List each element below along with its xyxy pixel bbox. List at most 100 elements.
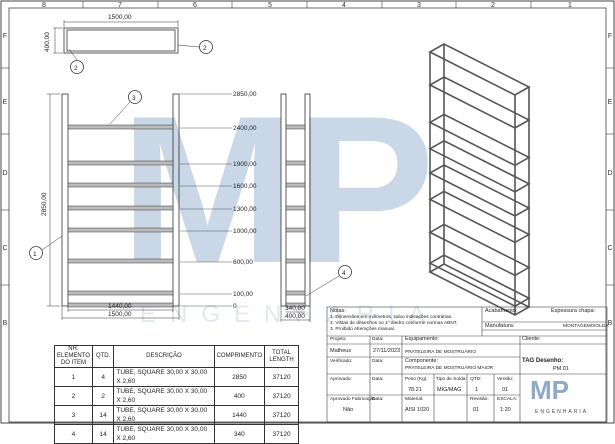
note-1: 1. Dimensões em milímetros, salvo indica… — [330, 315, 453, 320]
row-c: C — [2, 245, 7, 252]
versao-label: Versão: — [497, 377, 514, 382]
col-2: 2 — [491, 2, 495, 9]
logo-letters: MP — [530, 375, 569, 405]
row-e: E — [3, 99, 8, 106]
col-7: 7 — [118, 2, 122, 9]
bom-cell: 37120 — [264, 386, 299, 406]
zone-ticks — [1, 1, 614, 286]
qtd-value: 1 — [475, 387, 479, 393]
shelf-bar — [67, 290, 174, 296]
verificado-label: Verificado: — [330, 359, 353, 364]
row-e-right: E — [608, 99, 613, 106]
front-outer-width-dim: 1500,00 — [108, 311, 132, 318]
side-shelf-bar — [285, 205, 306, 211]
acabamento-label: Acabamento: — [485, 308, 518, 314]
top-width-dim: 1500,00 — [108, 14, 132, 21]
revisao-value: 01 — [473, 407, 480, 413]
note-3: 3. Proibido Alterações manual. — [330, 327, 396, 332]
row-c-right: C — [607, 245, 612, 252]
level-label: 0 — [233, 303, 237, 310]
bom-cell: 37120 — [264, 405, 299, 425]
level-label: 1000,00 — [233, 228, 257, 235]
bom-header-length: COMPRIMENTO — [213, 345, 266, 368]
peso-label: Peso (Kg): — [405, 377, 428, 382]
level-label: 2850,00 — [233, 91, 257, 98]
row-f: F — [3, 33, 7, 40]
qtd-label: QTD: — [470, 377, 482, 382]
projeto-value: Matheus — [330, 348, 352, 354]
projeto-label: Projeto: — [330, 337, 347, 342]
material-label: Material: — [405, 397, 424, 402]
bom-cell: TUBE, SQUARE 30,00 X 30,00 X 2,60 — [113, 424, 215, 444]
front-view — [29, 90, 232, 320]
bom-cell: TUBE, SQUARE 30,00 X 30,00 X 2,60 — [113, 405, 215, 425]
front-inner-width-dim: 1440,00 — [108, 303, 132, 310]
versao-value: 01 — [502, 387, 509, 393]
row-d-right: D — [607, 170, 612, 177]
data2-label: Data: — [372, 359, 384, 364]
solda-label: Tipo de Solda: — [436, 377, 467, 382]
level-label: 1900,00 — [233, 161, 257, 168]
row-f-right: F — [608, 33, 612, 40]
tag-label: TAG Desenho: — [522, 358, 564, 364]
side-shelf-bar — [285, 258, 306, 264]
col-5: 5 — [268, 2, 272, 9]
col-1: 1 — [568, 2, 572, 9]
title-block-lines — [326, 306, 608, 423]
side-shelf-bar — [285, 227, 306, 233]
shelf-bar — [67, 182, 174, 188]
data4-label: Data: — [372, 397, 384, 402]
col-3: 3 — [417, 2, 421, 9]
watermark-subtitle: ENGENHARIA — [140, 301, 439, 328]
side-outer-dim: 400,00 — [285, 313, 305, 320]
data-label: Data: — [372, 337, 384, 342]
iso-shelf — [428, 190, 531, 244]
side-shelf-bar — [285, 290, 306, 296]
outer-border — [0, 0, 615, 424]
bom-cell: 2 — [54, 386, 93, 406]
data-value: 27/11/2023 — [373, 348, 401, 354]
bom-cell: 37120 — [264, 424, 299, 444]
row-b-right: B — [608, 320, 613, 327]
balloon-3: 3 — [132, 95, 136, 102]
top-view — [53, 20, 213, 74]
side-shelf-bar — [285, 302, 306, 308]
bom-cell: 4 — [91, 367, 115, 387]
data3-label: Data: — [372, 377, 384, 382]
equipamento-value: PRATELEIRA DE MOSTRUÁRIO — [405, 350, 477, 355]
bom-cell: 14 — [91, 424, 115, 444]
bom-header-desc: DESCRIÇÃO — [113, 345, 215, 368]
balloon-1: 1 — [33, 251, 37, 258]
shelf-bar — [67, 258, 174, 264]
notes-title: Notas: — [330, 308, 346, 314]
bom-cell: 400 — [213, 386, 266, 406]
inner-border — [8, 7, 607, 423]
bom-cell: TUBE, SQUARE 30,00 X 30,00 X 2,60 — [113, 386, 215, 406]
table-row: 4 14 TUBE, SQUARE 30,00 X 30,00 X 2,60 3… — [54, 424, 299, 444]
side-inner-dim: 340,00 — [285, 305, 305, 312]
bom-cell: 3 — [54, 405, 93, 425]
table-row: 3 14 TUBE, SQUARE 30,00 X 30,00 X 2,60 1… — [54, 405, 299, 425]
bom-cell: 2850 — [213, 367, 266, 387]
revisao-label: Revisão: — [470, 397, 489, 402]
table-row: 1 4 TUBE, SQUARE 30,00 X 30,00 X 2,60 28… — [54, 367, 299, 387]
aprovado-fab-value: Não — [343, 407, 354, 413]
bom-cell: 1 — [54, 367, 93, 387]
bom-cell: 37120 — [264, 367, 299, 387]
col-4: 4 — [342, 2, 346, 9]
bom-cell: 340 — [213, 424, 266, 444]
col-6: 6 — [193, 2, 197, 9]
side-shelf-bar — [285, 182, 306, 188]
material-value: AISI 1020 — [405, 407, 430, 413]
col-8: 8 — [42, 2, 46, 9]
side-shelf-bar — [285, 124, 306, 130]
bom-cell: 4 — [54, 424, 93, 444]
escala-value: 1:20 — [500, 407, 511, 413]
componente-value: PRATELEIRA DE MOSTRUÁRIO MAIOR — [405, 366, 494, 371]
shelf-bar — [67, 205, 174, 211]
aprovado-fab-label: Aprovado Fabricação: — [330, 397, 377, 402]
bom-cell: 1440 — [213, 405, 266, 425]
bom-header-item: NR. ELEMENTO DO ITEM — [54, 345, 93, 368]
level-label: 2400,00 — [233, 125, 257, 132]
side-shelf-bar — [285, 160, 306, 166]
